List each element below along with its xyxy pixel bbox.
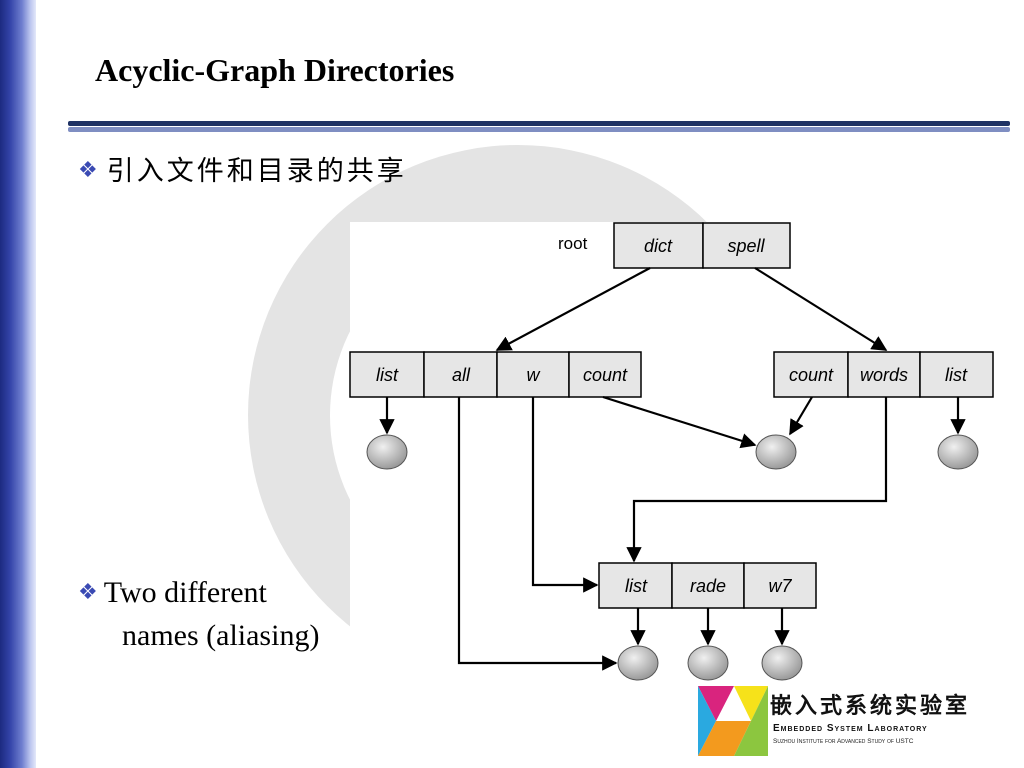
cell-list-3 (598, 562, 673, 609)
cell-count-label: count (583, 365, 628, 385)
logo-cn-text: 嵌入式系统实验室 (770, 694, 971, 719)
logo-tri-yellow (734, 686, 768, 721)
side-bar (0, 0, 36, 768)
logo-tri-magenta (698, 686, 734, 721)
cell-w7-label: w7 (768, 576, 792, 596)
cell-all-label: all (452, 365, 471, 385)
file-node-w7 (761, 645, 803, 681)
title-rule-shadow (68, 127, 1010, 132)
cell-count (568, 351, 642, 398)
logo-tri-cyan (698, 686, 716, 756)
bullet-1: ❖引入文件和目录的共享 (78, 152, 407, 191)
w-directory: list rade w7 (598, 562, 817, 609)
edge-all-alias (457, 397, 618, 671)
bullet-2: ❖Two different (78, 573, 267, 612)
cell-spell (702, 222, 791, 269)
cell-count-2-label: count (789, 365, 834, 385)
file-node-rade (687, 645, 729, 681)
logo-tri-orange (698, 721, 751, 756)
cell-list-2 (919, 351, 994, 398)
spell-directory: count words list (773, 351, 994, 398)
file-node-list-2 (937, 434, 979, 470)
bullet-2-text: Two different (103, 576, 267, 609)
cell-w-label: w (527, 365, 541, 385)
bullet-2-continuation: names (aliasing) (122, 619, 320, 652)
edge-w-to-dir (531, 397, 599, 593)
cell-rade-label: rade (690, 576, 726, 596)
edge-words-to-w (626, 397, 888, 563)
file-node-count (755, 434, 797, 470)
dict-directory: list all w count (349, 351, 642, 398)
cell-dict (613, 222, 704, 269)
logo-tri-green (734, 686, 768, 756)
logo-en-text: Embedded System Laboratory (773, 723, 928, 734)
cell-list-label: list (376, 365, 399, 385)
lab-logo (698, 686, 768, 756)
file-node-list (366, 434, 408, 470)
edge-count-shared (602, 395, 757, 449)
edge-spell (754, 267, 888, 351)
cell-w7 (743, 562, 817, 609)
cell-spell-label: spell (727, 236, 765, 256)
cell-count-2 (773, 351, 849, 398)
diamond-four-icon: ❖ (78, 158, 101, 183)
cell-list-3-label: list (625, 576, 648, 596)
page-title: Acyclic-Graph Directories (95, 52, 455, 88)
cell-rade (671, 562, 745, 609)
edge-count-2-shared (789, 396, 813, 436)
title-rule (68, 121, 1010, 126)
cell-list (349, 351, 425, 398)
root-label: root (558, 234, 588, 253)
cell-dict-label: dict (644, 236, 673, 256)
cell-words-label: words (860, 365, 908, 385)
bullet-1-text: 引入文件和目录的共享 (106, 156, 407, 187)
edge-dict (495, 267, 651, 351)
cell-list-2-label: list (945, 365, 968, 385)
root-directory: dict spell (613, 222, 791, 269)
diamond-four-icon: ❖ (78, 579, 98, 604)
logo-sub-text: Suzhou Institute for Advanced Study of U… (773, 738, 914, 745)
file-node-shared-list (617, 645, 659, 681)
cell-words (847, 351, 921, 398)
cell-all (423, 351, 498, 398)
